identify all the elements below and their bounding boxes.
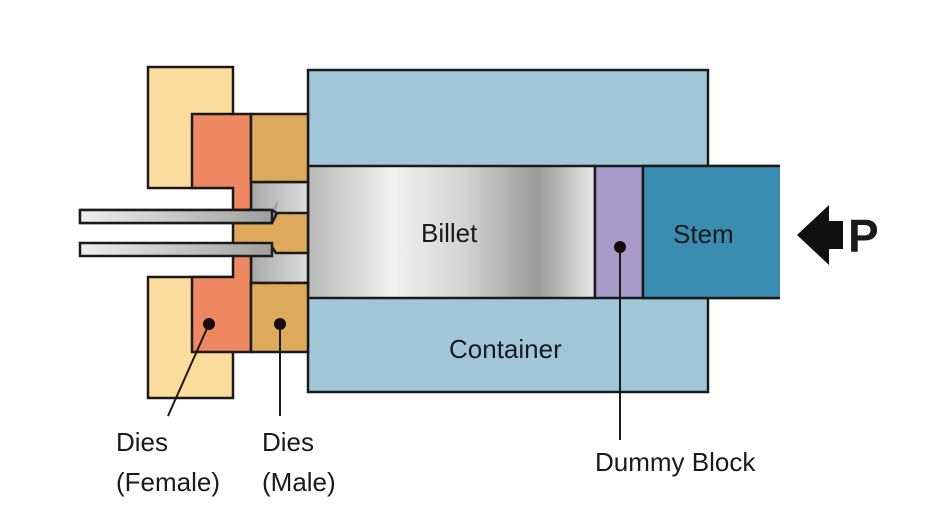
pressure-label: P [848,210,879,262]
pointer-dot-female [203,318,215,330]
dies-female-label-2: (Female) [116,467,220,497]
billet [306,164,597,300]
pointer-dot-dummy [614,241,626,253]
die-male-upper [249,112,310,184]
die-female-lower [190,251,253,354]
billet-label: Billet [421,218,478,248]
dies-male-label-1: Dies [262,427,314,457]
stem-label: Stem [673,219,734,249]
die-female-upper [190,112,253,212]
extruded-tube-lower [78,241,274,258]
pointer-dot-male [274,318,286,330]
pressure-arrow-icon [797,205,843,265]
dies-male-label-2: (Male) [262,467,336,497]
dummy-block-label: Dummy Block [595,447,756,477]
dies-female-label-1: Dies [116,427,168,457]
container-label: Container [449,334,562,364]
